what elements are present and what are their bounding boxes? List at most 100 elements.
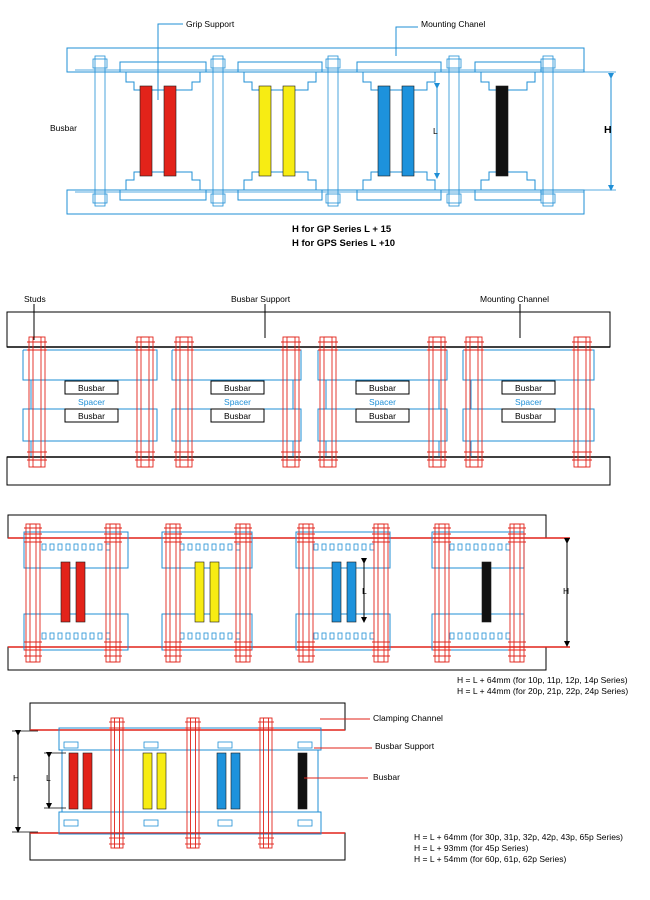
grip-support-bottom (474, 171, 542, 201)
dimension-L-label-3: L (362, 586, 367, 596)
busbar-bottom-label: Busbar (515, 411, 542, 421)
support-tooth (235, 543, 241, 551)
stud-body (282, 336, 300, 468)
stud-nut (210, 193, 226, 204)
stud-core (469, 336, 479, 468)
busbar (495, 85, 509, 177)
busbar (82, 752, 93, 810)
busbars-4 (68, 752, 308, 810)
busbar-bottom-label: Busbar (224, 411, 251, 421)
support-tooth (313, 543, 319, 551)
spacer-label: Spacer (78, 397, 105, 407)
label-busbar: Busbar (50, 123, 77, 133)
stud-body (136, 336, 154, 468)
stack-4: Busbar Spacer Busbar (501, 380, 556, 423)
support-tooth (457, 632, 463, 640)
support-tooth (41, 543, 47, 551)
dimension-L-label: L (433, 126, 438, 136)
busbars-3 (60, 561, 492, 623)
support-tooth (89, 632, 95, 640)
stud (164, 523, 182, 663)
support-tooth (73, 543, 79, 551)
label-studs: Studs (24, 294, 46, 304)
formula-30p: H = L + 64mm (for 30p, 31p, 32p, 42p, 43… (414, 832, 623, 842)
spacer-label: Spacer (224, 397, 251, 407)
stud-core (432, 336, 442, 468)
support-tooth (361, 632, 367, 640)
top-channel-3 (7, 514, 547, 539)
stud-body (110, 717, 124, 849)
support-tooth (465, 543, 471, 551)
support-tooth (369, 632, 375, 640)
grip-support-group-2 (237, 61, 323, 201)
top-mounting-channel (66, 47, 585, 73)
busbar-supports (22, 349, 595, 456)
stud-nut (446, 193, 462, 204)
stud (433, 523, 451, 663)
support-tooth (81, 543, 87, 551)
diagram-stud-assembly: L H H = L + 64mm (for 10p, 11p, 12p, 14p… (7, 514, 628, 696)
support-tooth (321, 632, 327, 640)
formula-60p: H = L + 54mm (for 60p, 61p, 62p Series) (414, 854, 566, 864)
stud-core (577, 336, 587, 468)
support-tooth (227, 543, 233, 551)
stud (542, 55, 554, 207)
stud-body (373, 523, 389, 663)
support-tooth (473, 632, 479, 640)
stud (24, 523, 42, 663)
support-tooth (105, 543, 111, 551)
stud (318, 336, 338, 468)
stud-core (438, 523, 446, 663)
formula-gp: H for GP Series L + 15 (292, 224, 392, 235)
support-tooth (219, 632, 225, 640)
stud-core (377, 523, 385, 663)
stud (234, 523, 252, 663)
support-tooth (297, 741, 313, 749)
stud (109, 717, 125, 849)
support-tooth (65, 543, 71, 551)
formula-45p: H = L + 93mm (for 45p Series) (414, 843, 529, 853)
busbar (331, 561, 342, 623)
support-tooth (143, 741, 159, 749)
busbar (209, 561, 220, 623)
stud (572, 336, 592, 468)
label-mounting-channel: Mounting Channel (480, 294, 549, 304)
dimension-H-label-4: H (13, 773, 19, 783)
support-tooth (473, 543, 479, 551)
stud-body (298, 523, 314, 663)
support-tooth (211, 632, 217, 640)
dimension-H-label: H (604, 124, 612, 136)
stud-core (140, 336, 150, 468)
support-tooth (89, 543, 95, 551)
support-bottom (295, 613, 391, 651)
studs-group-4 (109, 717, 274, 849)
stud-core (169, 523, 177, 663)
support-tooth (97, 543, 103, 551)
support-tooth (337, 632, 343, 640)
support-tooth (211, 543, 217, 551)
support-tooth (195, 632, 201, 640)
stud (372, 523, 390, 663)
studs-group-2 (27, 336, 592, 468)
stud-nut (325, 58, 341, 69)
support-bottom (161, 613, 253, 651)
dimension-L-label-4: L (46, 773, 51, 783)
stud-body (175, 336, 193, 468)
support-3-2 (161, 531, 253, 651)
support-tooth (81, 632, 87, 640)
support-top-4 (58, 727, 322, 751)
support-tooth (497, 632, 503, 640)
label-busbar-support-4: Busbar Support (375, 741, 435, 751)
busbar (401, 85, 415, 177)
stack-3: Busbar Spacer Busbar (355, 380, 410, 423)
support-tooth (143, 819, 159, 827)
stud (281, 336, 301, 468)
support-tooth (217, 819, 233, 827)
stud (185, 717, 201, 849)
stud (464, 336, 484, 468)
stud (508, 523, 526, 663)
dimension-H-label-3: H (563, 586, 569, 596)
stud (174, 336, 194, 468)
grip-support-top (356, 61, 442, 91)
